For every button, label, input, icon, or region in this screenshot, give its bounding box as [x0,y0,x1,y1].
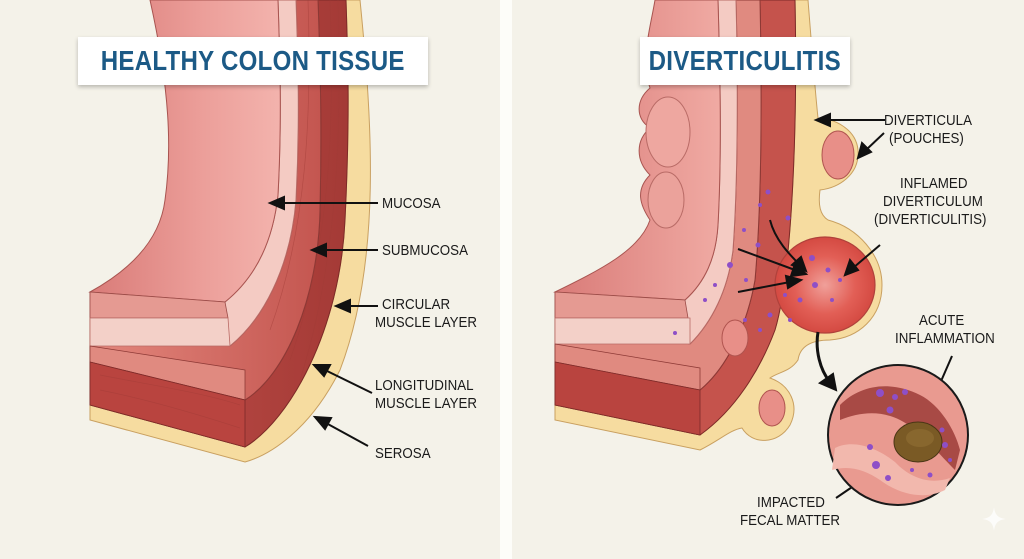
label-acute-2: INFLAMMATION [895,331,995,347]
diverticulitis-title: DIVERTICULITIS [648,45,842,76]
panel-divider [500,0,512,559]
label-impacted-1: IMPACTED [757,495,825,511]
label-submucosa: SUBMUCOSA [382,243,468,259]
magnified-inset [827,364,969,506]
label-diverticula-1: DIVERTICULA [884,113,972,129]
label-inflamed-3: (DIVERTICULITIS) [874,212,987,228]
label-impacted-2: FECAL MATTER [740,513,841,529]
label-acute-1: ACUTE [919,313,965,329]
healthy-title-banner: HEALTHY COLON TISSUE [78,37,428,85]
label-longitudinal-muscle-1: LONGITUDINAL [375,378,474,394]
healthy-title: HEALTHY COLON TISSUE [101,45,405,76]
healthy-colon-panel: HEALTHY COLON TISSUE MUCOSA SUBMUCOSA CI… [0,0,500,559]
label-mucosa: MUCOSA [382,196,441,212]
label-serosa: SEROSA [375,446,431,462]
diverticulitis-title-banner: DIVERTICULITIS [640,37,850,85]
label-inflamed-1: INFLAMED [900,176,968,192]
sparkle-icon [982,507,1006,531]
label-circular-muscle-1: CIRCULAR [382,297,451,313]
label-circular-muscle-2: MUSCLE LAYER [375,315,478,331]
label-longitudinal-muscle-2: MUSCLE LAYER [375,396,478,412]
label-inflamed-2: DIVERTICULUM [883,194,983,210]
diverticulitis-panel: DIVERTICULITIS DIVERTICULA (POUCHES) INF… [512,0,1024,559]
label-diverticula-2: (POUCHES) [889,131,964,147]
